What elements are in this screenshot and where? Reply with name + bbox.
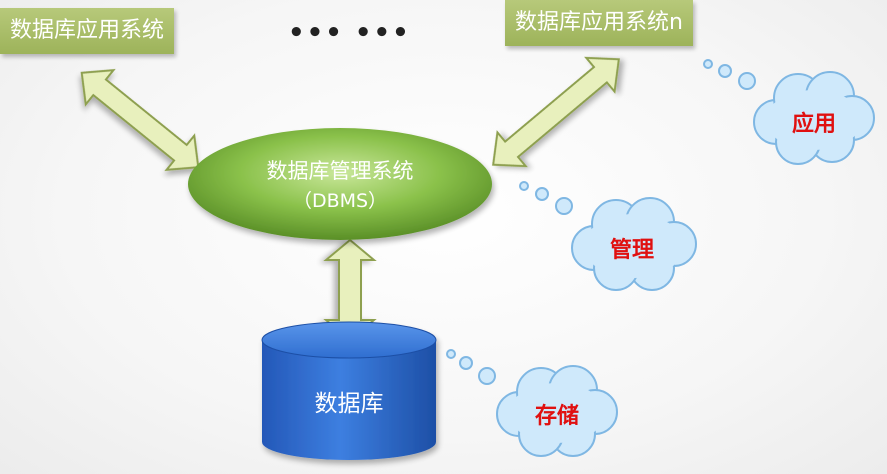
app-system-n-label: 数据库应用系统n [515, 10, 683, 35]
bubble-trail-app [703, 59, 756, 90]
cloud-store [496, 365, 618, 457]
cloud-manage-label: 管理 [610, 238, 655, 263]
cloud-app [753, 71, 875, 165]
database-label: 数据库 [314, 391, 384, 417]
dbms-subtitle: （DBMS） [292, 190, 388, 212]
database-cylinder [261, 321, 437, 460]
dbms-title: 数据库管理系统 [266, 159, 414, 183]
arrow-app1-dbms [80, 68, 200, 172]
app-system-1-label: 数据库应用系统 [10, 18, 165, 43]
cloud-store-label: 存储 [535, 404, 580, 429]
bubble-trail-manage [519, 181, 573, 215]
bubble-trail-store [446, 349, 496, 385]
ellipsis-dots: ••• ••• [288, 18, 411, 48]
app-system-n-box: 数据库应用系统n [505, 0, 693, 46]
cloud-app-label: 应用 [792, 112, 837, 137]
cloud-manage [571, 197, 697, 291]
dbms-ellipse [188, 128, 492, 240]
app-system-1-box: 数据库应用系统 [0, 8, 175, 54]
arrow-appn-dbms [492, 56, 620, 168]
